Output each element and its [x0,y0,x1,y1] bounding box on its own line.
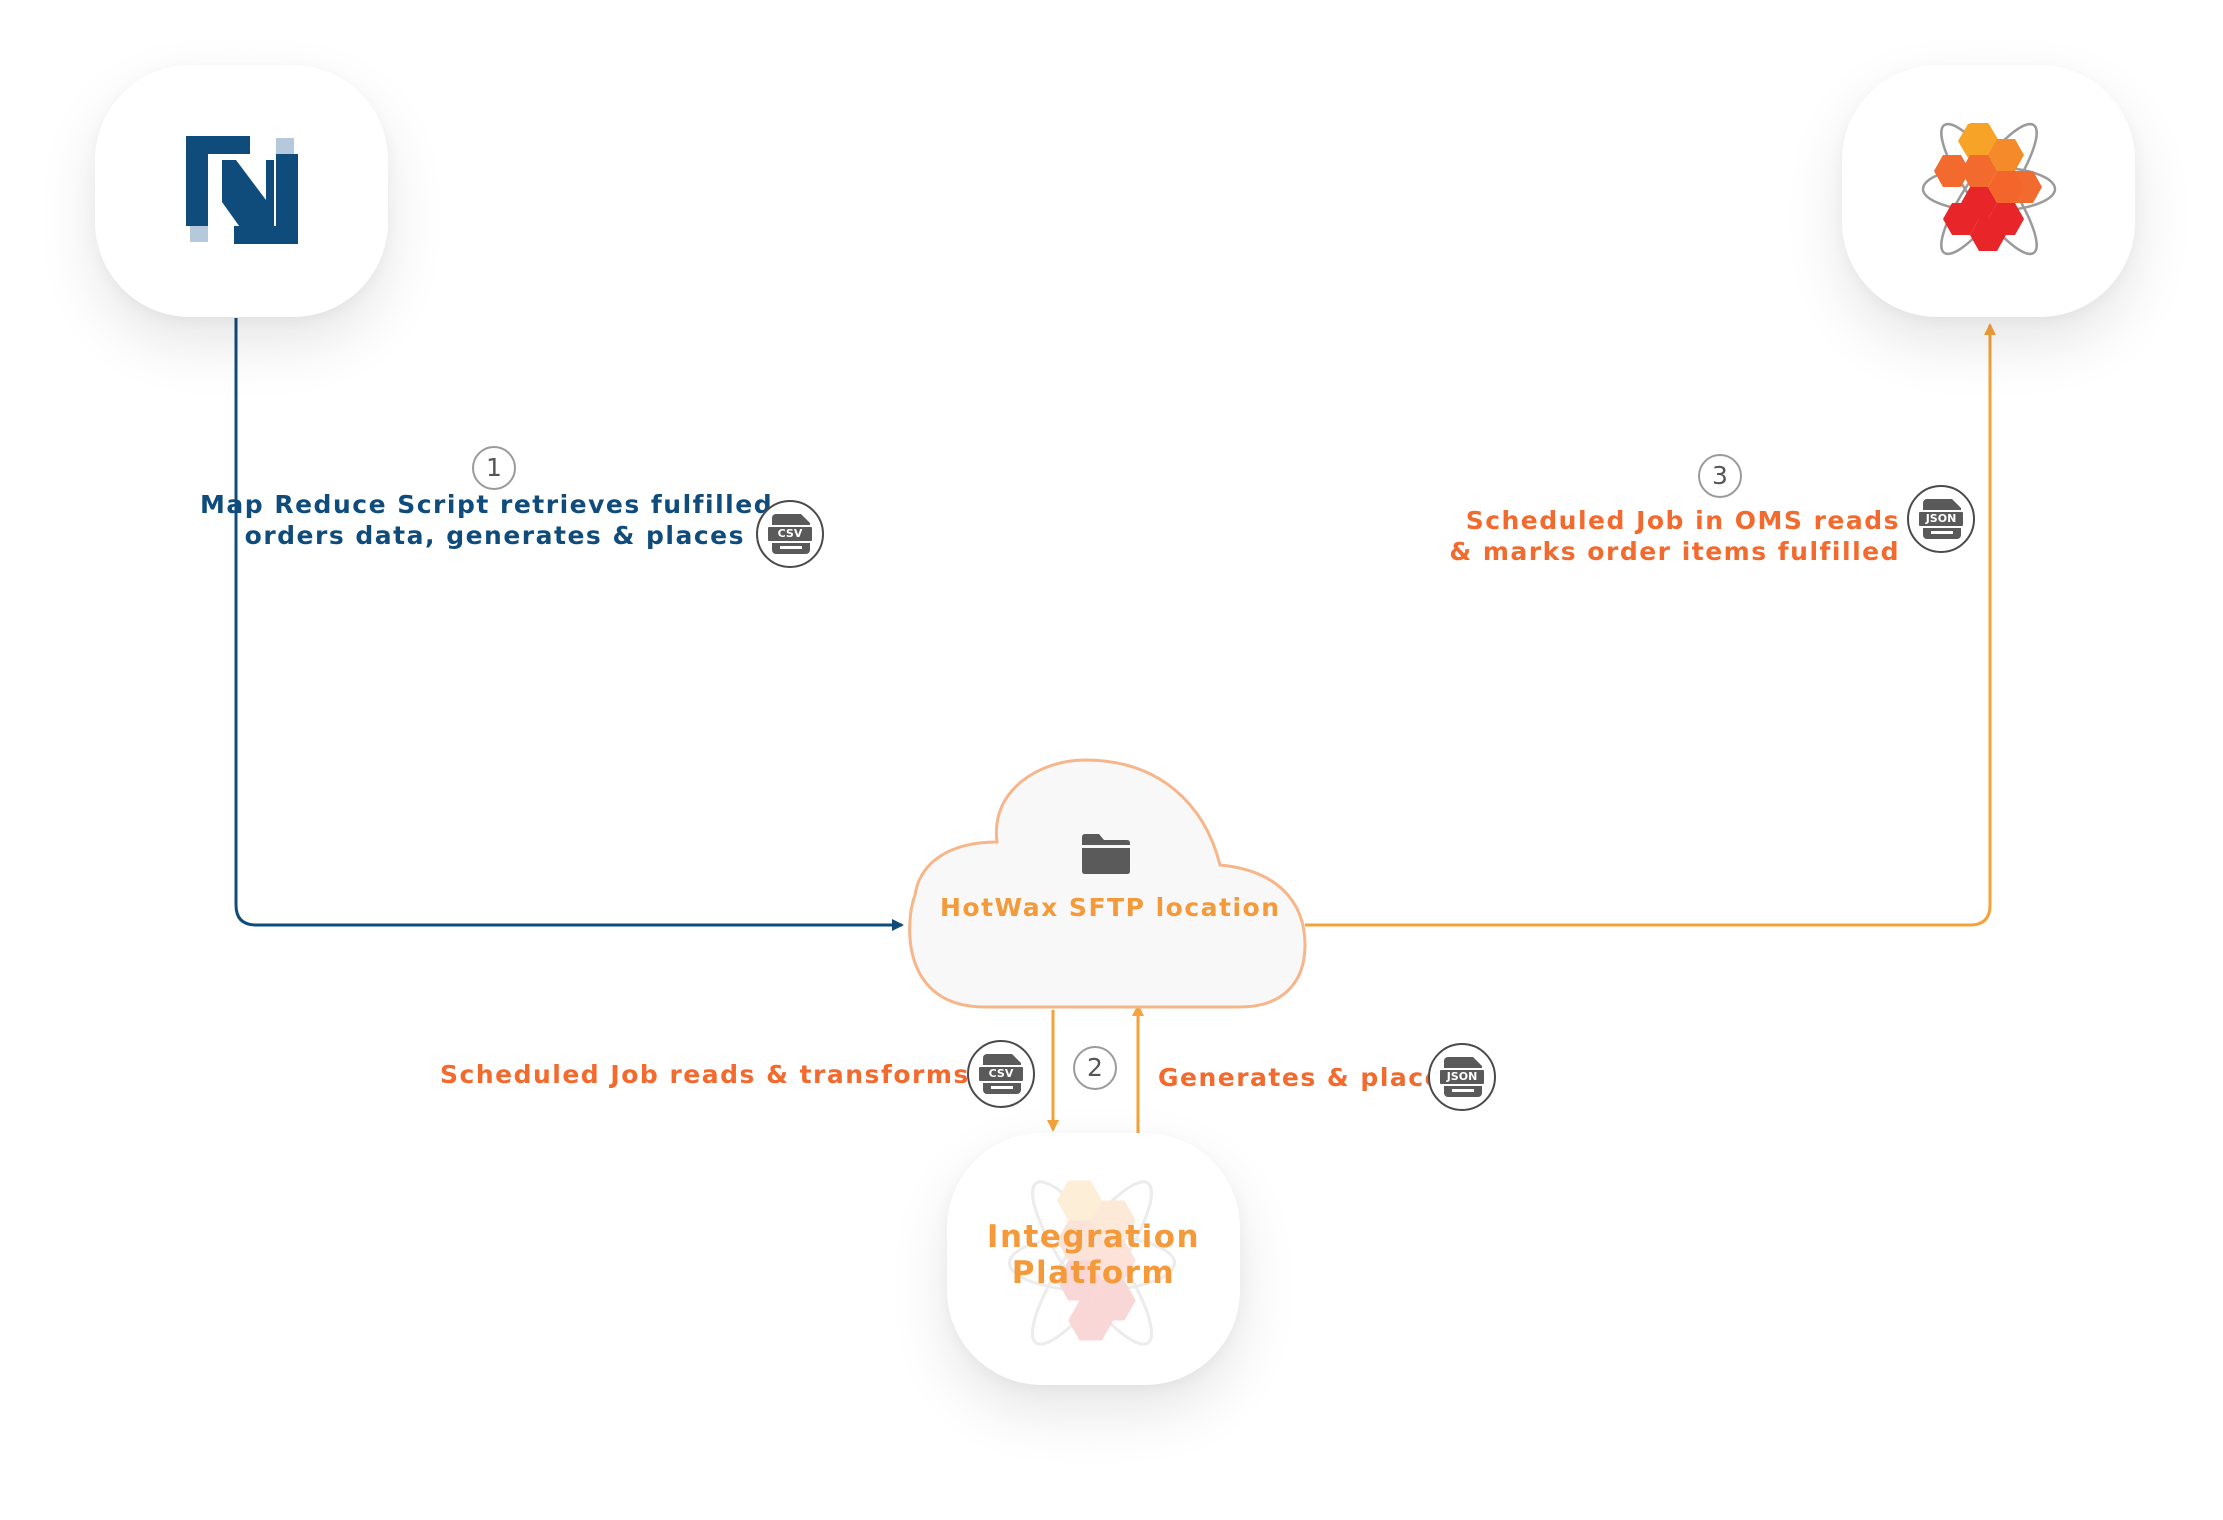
step-1-description: Map Reduce Script retrieves fulfilled or… [200,489,774,551]
sftp-cloud-shape [908,758,1307,1009]
step-1-line2: orders data, generates & places [244,521,745,550]
step-2-badge: 2 [1073,1046,1117,1090]
netsuite-to-sftp-connector [234,318,904,931]
step-2-write-description: Generates & places [1158,1063,1460,1092]
csv-file-icon: CSV [756,500,824,568]
step-3-line2: & marks order items fulfilled [1449,537,1900,566]
json-file-icon: JSON [1428,1043,1496,1111]
step-2-read-description: Scheduled Job reads & transforms [440,1060,970,1089]
step-1-line1: Map Reduce Script retrieves fulfilled [200,490,774,519]
step-3-badge: 3 [1698,454,1742,498]
hotwax-hexagon-logo-icon [1921,122,2057,256]
step-2-write-file-type: JSON [1438,1068,1486,1086]
integration-platform-label-line1: Integration [986,1219,1201,1255]
netsuite-logo-icon [186,136,298,244]
step-1-badge: 1 [472,446,516,490]
step-3-line1: Scheduled Job in OMS reads [1465,506,1900,535]
sftp-location-label: HotWax SFTP location [940,893,1281,922]
integration-platform-card: Integration Platform [947,1133,1240,1385]
hotwax-hexagon-watermark-icon [1007,1180,1177,1346]
json-file-icon: JSON [1907,485,1975,553]
csv-file-icon: CSV [967,1040,1035,1108]
step-3-file-type: JSON [1917,510,1965,528]
hotwax-oms-card [1842,65,2135,317]
folder-icon [1082,834,1130,874]
step-2-read-file-type: CSV [977,1065,1025,1083]
integration-platform-label: Integration Platform [947,1219,1240,1291]
step-3-description: Scheduled Job in OMS reads & marks order… [1420,505,1900,567]
netsuite-card [95,65,388,317]
sftp-to-oms-connector [1305,323,1996,927]
step-1-file-type: CSV [766,525,814,543]
integration-platform-label-line2: Platform [1011,1255,1176,1291]
